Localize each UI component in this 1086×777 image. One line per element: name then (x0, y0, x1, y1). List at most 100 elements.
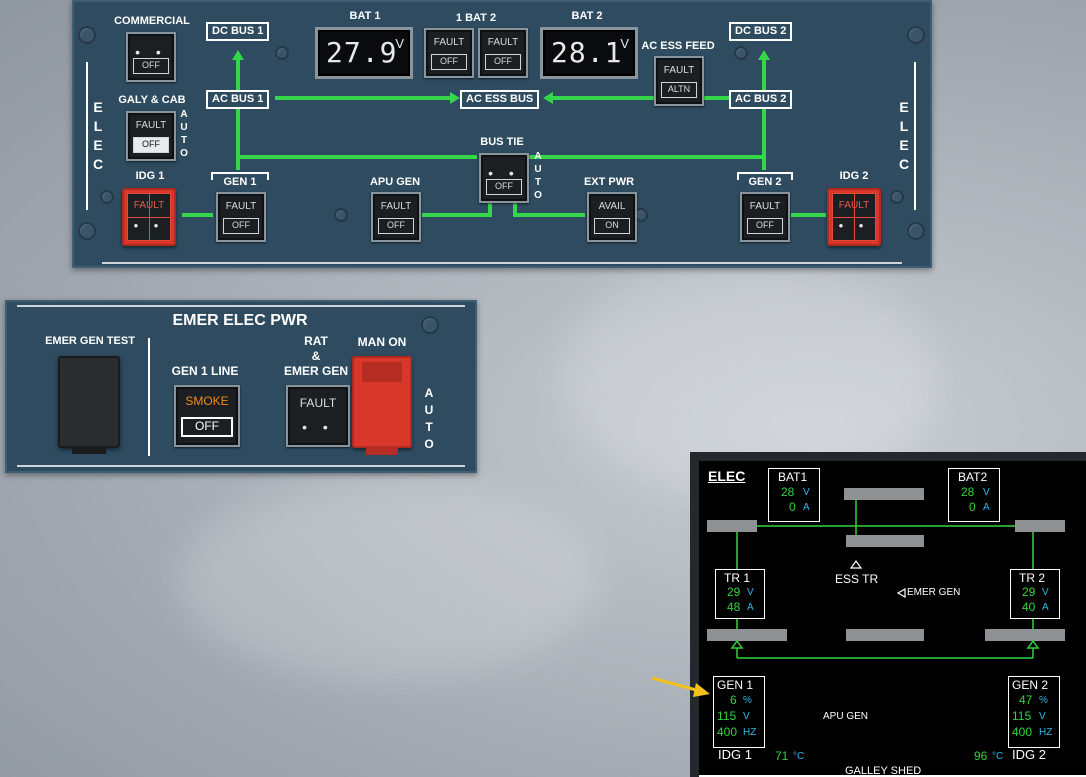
tr1-box (715, 569, 765, 619)
commercial-button[interactable]: • • OFF (126, 32, 176, 82)
ecam-wiring (730, 500, 1040, 659)
background-cloud (180, 480, 600, 680)
apu-gen-label: APU GEN (369, 176, 421, 188)
bat2-voltage-display: 28.1 V (540, 27, 638, 79)
annotation-arrow (651, 676, 710, 697)
rat-label: RAT (304, 334, 328, 348)
panel-border-line (17, 465, 465, 467)
idg1-guard[interactable]: FAULT • • (122, 188, 176, 246)
ac-ess-feed-button[interactable]: FAULT ALTN (654, 56, 704, 106)
commercial-label: COMMERCIAL (114, 15, 190, 27)
dc-bus2-bar (1015, 520, 1065, 532)
bat2-button[interactable]: FAULT OFF (478, 28, 528, 78)
ac-bus2-label: AC BUS 2 (729, 90, 793, 109)
bat-pb-label: 1 BAT 2 (455, 12, 497, 24)
panel-border-line (914, 62, 916, 210)
apu-gen-button[interactable]: FAULT OFF (371, 192, 421, 242)
screw (78, 222, 96, 240)
apu-gen-label: APU GEN (823, 711, 869, 722)
bus-tie-button[interactable]: • • OFF (479, 153, 529, 203)
ess-tr-label: ESS TR (835, 572, 879, 586)
bat1-button[interactable]: FAULT OFF (424, 28, 474, 78)
tr2-box (1010, 569, 1060, 619)
emer-panel-title: EMER ELEC PWR (172, 312, 308, 329)
gen1-line-button[interactable]: SMOKE OFF (174, 385, 240, 447)
panel-border-line (86, 62, 88, 210)
bat1-label: BAT 1 (349, 10, 381, 22)
bat2-voltage-value: 28.1 (551, 36, 623, 69)
galley-shed-label: GALLEY SHED (845, 765, 922, 777)
screw (100, 190, 114, 204)
gen2-load: 47 (1019, 693, 1033, 707)
wire-arrow (543, 92, 553, 104)
wire (513, 200, 585, 217)
tr2-amps: 40 (1022, 600, 1036, 614)
bat2-amps: 0 (969, 500, 976, 514)
man-on-guard[interactable] (352, 356, 412, 455)
gen2-freq: 400 (1012, 725, 1033, 739)
bus-tie-label: BUS TIE (480, 136, 524, 148)
ac-bus1-label: AC BUS 1 (206, 90, 270, 109)
panel-border-line (17, 305, 465, 307)
tr2-volts: 29 (1022, 585, 1036, 599)
man-on-label: MAN ON (357, 335, 407, 349)
gen1-box (713, 676, 765, 748)
screw (421, 316, 439, 334)
commercial-off-indicator: OFF (133, 58, 169, 74)
gen2-button[interactable]: FAULT OFF (740, 192, 790, 242)
ac-ess-feed-label: AC ESS FEED (641, 40, 715, 52)
emer-gen-test-label: EMER GEN TEST (45, 335, 135, 347)
gen1-volts: 115 (717, 709, 737, 723)
idg2-label: IDG 2 (1012, 747, 1046, 762)
bat2-label: BAT 2 (571, 10, 603, 22)
ecam-divider (699, 775, 1086, 777)
dc-bus2-label: DC BUS 2 (729, 22, 793, 41)
ac-bus1-bar (707, 629, 787, 641)
screw (734, 46, 748, 60)
screw (907, 26, 925, 44)
idg2-guard[interactable]: FAULT • • (827, 188, 881, 246)
rat-label: EMER GEN (283, 364, 348, 378)
gen1-line-label: GEN 1 LINE (171, 364, 239, 378)
ac-bus2-bar (985, 629, 1065, 641)
emer-gen-label: EMER GEN (907, 587, 961, 598)
ext-pwr-button[interactable]: AVAIL ON (587, 192, 637, 242)
bat1-voltage-display: 27.9 V (315, 27, 413, 79)
bat1-voltage-value: 27.9 (326, 36, 398, 69)
idg1-temp: 71 (775, 749, 789, 763)
tr1-volts: 29 (727, 585, 741, 599)
idg2-temp: 96 (974, 749, 988, 763)
galy-cab-off-indicator: OFF (133, 137, 169, 153)
bat2-volts: 28 (961, 485, 975, 499)
rat-label: & (311, 349, 321, 363)
wire-arrow (450, 92, 460, 104)
gen2-label: GEN 2 (748, 176, 782, 188)
screw (275, 46, 289, 60)
screw (907, 222, 925, 240)
dc-ess-bar (846, 535, 924, 547)
screw (634, 208, 648, 222)
screw (78, 26, 96, 44)
bat1-amps: 0 (789, 500, 796, 514)
ext-pwr-label: EXT PWR (583, 176, 635, 188)
dc-bat-bus-bar (844, 488, 924, 500)
dc-bus1-label: DC BUS 1 (206, 22, 270, 41)
idg2-label: IDG 2 (839, 170, 869, 182)
emer-gen-test-guard[interactable] (58, 356, 120, 454)
idg1-label: IDG 1 (135, 170, 165, 182)
ecam-page-title: ELEC (708, 468, 746, 484)
screw (890, 190, 904, 204)
wire-arrow (758, 50, 770, 60)
gen1-button[interactable]: FAULT OFF (216, 192, 266, 242)
galy-cab-button[interactable]: FAULT OFF (126, 111, 176, 161)
rat-emer-gen-indicator: FAULT • • (286, 385, 350, 447)
ecam-elec-display: ELEC BAT1 28 V 0 A BAT2 28 V 0 A (690, 452, 1086, 777)
idg1-label: IDG 1 (718, 747, 752, 762)
ac-ess-bus-label: AC ESS BUS (460, 90, 540, 109)
bat1-box (768, 468, 820, 522)
